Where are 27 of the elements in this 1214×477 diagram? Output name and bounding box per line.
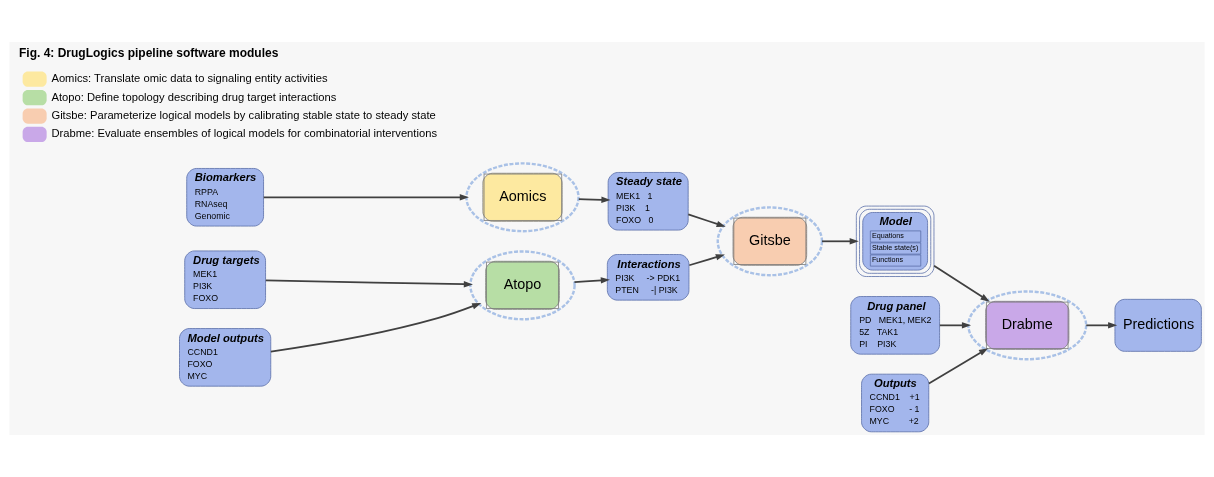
arrow [821, 238, 859, 245]
arrow [928, 348, 989, 385]
arrow [933, 264, 990, 302]
arrow [264, 279, 473, 288]
legend-label: Atopo: Define topology describing drug target interactions [51, 90, 337, 103]
node-box: Model outputs CCND1 FOXO MYC [179, 328, 272, 387]
node-box: Steady state MEK1 1 PI3K 1 FOXO 0 [607, 172, 689, 231]
node-box: Interactions PI3K -> PDK1 PTEN -| PI3K [606, 254, 690, 301]
arrow [577, 196, 611, 203]
legend-label: Drabme: Evaluate ensembles of logical models for combinatorial interventions [51, 127, 437, 140]
arrow [270, 302, 482, 353]
node-box: Predictions [1114, 298, 1202, 352]
node-ellipse: Aomics [465, 162, 580, 233]
node-box: Drug targets MEK1 PI3K FOXO [184, 250, 266, 309]
node-ellipse: Drabme [967, 290, 1088, 361]
node-box: Drug panel PD MEK1, MEK2 5Z TAK1 PI PI3K [850, 296, 940, 355]
arrow [1085, 322, 1118, 329]
arrow [938, 322, 972, 329]
node-box: Outputs CCND1 +1 FOXO - 1 MYC +2 [861, 373, 930, 433]
arrow [262, 194, 469, 201]
arrow [688, 254, 725, 267]
arrow [573, 277, 610, 284]
node-box: Biomarkers RPPA RNAseq Genomic [186, 168, 264, 227]
arrow [687, 213, 726, 227]
legend-label: Aomics: Translate omic data to signaling entity activities [51, 72, 328, 85]
legend-label: Gitsbe: Parameterize logical models by calibrating stable state to steady state [51, 109, 436, 121]
diagram-title: Fig. 4: DrugLogics pipeline software modules [19, 46, 279, 61]
